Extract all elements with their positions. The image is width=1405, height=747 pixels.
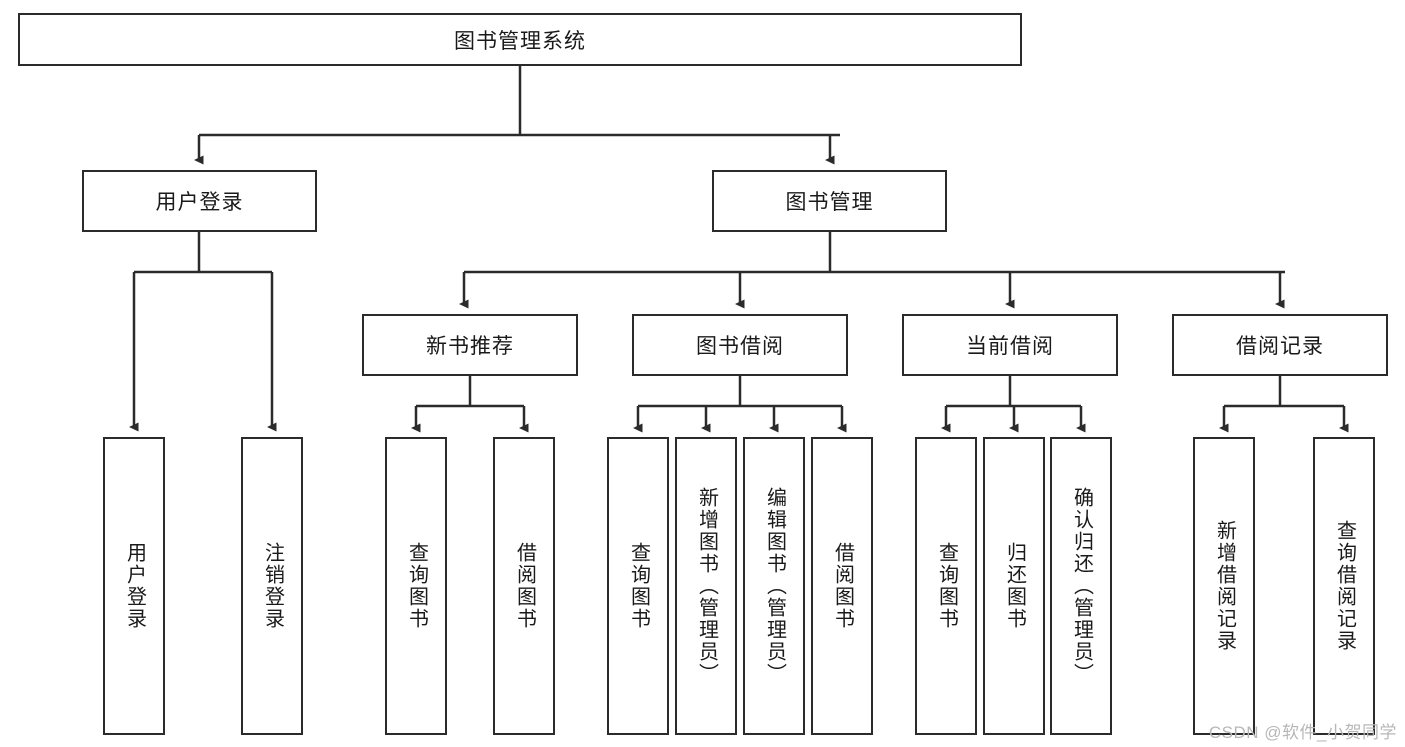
node-leaf-query-book-newbook-label: 查询图书	[405, 542, 428, 630]
node-leaf-confirm-return-admin-label: 确认归还（管理员）	[1070, 487, 1093, 685]
node-book-borrow-label: 图书借阅	[696, 335, 784, 358]
node-leaf-query-borrow-record[interactable]: 查询借阅记录	[1313, 437, 1375, 735]
node-current-borrow-label: 当前借阅	[966, 335, 1054, 358]
node-leaf-user-login[interactable]: 用户登录	[103, 437, 165, 735]
node-leaf-confirm-return-admin[interactable]: 确认归还（管理员）	[1050, 437, 1112, 735]
node-leaf-logout-label: 注销登录	[261, 542, 284, 630]
node-leaf-return-book[interactable]: 归还图书	[983, 437, 1045, 735]
node-root[interactable]: 图书管理系统	[18, 13, 1022, 66]
node-borrow-records[interactable]: 借阅记录	[1172, 314, 1388, 376]
node-borrow-records-label: 借阅记录	[1236, 335, 1324, 358]
node-leaf-add-book-admin-label: 新增图书（管理员）	[695, 487, 718, 685]
node-leaf-add-borrow-record[interactable]: 新增借阅记录	[1193, 437, 1255, 735]
node-leaf-query-book-current[interactable]: 查询图书	[915, 437, 977, 735]
node-leaf-edit-book-admin[interactable]: 编辑图书（管理员）	[743, 437, 805, 735]
node-leaf-query-book-newbook[interactable]: 查询图书	[385, 437, 447, 735]
node-book-management-label: 图书管理	[785, 191, 874, 214]
node-leaf-borrow-book-borrow-label: 借阅图书	[831, 542, 854, 630]
node-leaf-borrow-book-newbook[interactable]: 借阅图书	[493, 437, 555, 735]
node-leaf-user-login-label: 用户登录	[123, 542, 146, 630]
node-leaf-add-borrow-record-label: 新增借阅记录	[1213, 520, 1236, 652]
node-user-login-label: 用户登录	[155, 191, 244, 214]
node-root-label: 图书管理系统	[454, 29, 586, 53]
node-leaf-query-book-borrow[interactable]: 查询图书	[607, 437, 669, 735]
node-leaf-return-book-label: 归还图书	[1003, 542, 1026, 630]
node-leaf-edit-book-admin-label: 编辑图书（管理员）	[763, 487, 786, 685]
node-leaf-query-borrow-record-label: 查询借阅记录	[1333, 520, 1356, 652]
node-book-borrow[interactable]: 图书借阅	[632, 314, 848, 376]
node-leaf-logout[interactable]: 注销登录	[241, 437, 303, 735]
node-leaf-borrow-book-newbook-label: 借阅图书	[513, 542, 536, 630]
node-new-book-recommend[interactable]: 新书推荐	[362, 314, 578, 376]
node-user-login[interactable]: 用户登录	[82, 170, 317, 232]
node-leaf-query-book-borrow-label: 查询图书	[627, 542, 650, 630]
node-leaf-borrow-book-borrow[interactable]: 借阅图书	[811, 437, 873, 735]
node-current-borrow[interactable]: 当前借阅	[902, 314, 1118, 376]
watermark-text: CSDN @软件_小贺同学	[1208, 723, 1397, 742]
node-book-management[interactable]: 图书管理	[712, 170, 947, 232]
node-leaf-add-book-admin[interactable]: 新增图书（管理员）	[675, 437, 737, 735]
node-new-book-recommend-label: 新书推荐	[426, 335, 514, 358]
node-leaf-query-book-current-label: 查询图书	[935, 542, 958, 630]
